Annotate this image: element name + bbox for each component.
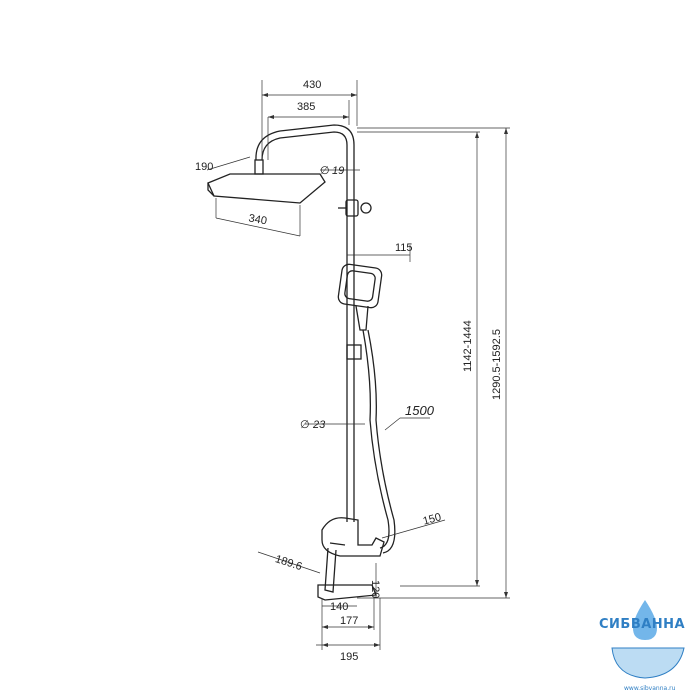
site-url: www.sibvanna.ru <box>624 685 676 692</box>
dim-195: 195 <box>340 651 358 663</box>
riser-pipe <box>346 145 355 522</box>
hand-shower <box>337 263 383 331</box>
water-drop-icon <box>633 600 657 640</box>
dim-340: 340 <box>248 212 268 227</box>
dim-177: 177 <box>340 615 358 627</box>
dim-150: 150 <box>422 511 443 527</box>
dim-189-6: 189.6 <box>274 553 304 573</box>
rain-shower-head <box>207 173 326 204</box>
dim-115: 115 <box>395 242 413 254</box>
brand-watermark: СИБВАННА www.sibvanna.ru <box>599 600 685 692</box>
hose <box>362 329 396 554</box>
slide-holder <box>346 344 362 360</box>
diameter-symbol-main: ∅ <box>300 419 310 431</box>
dim-1500: 1500 <box>405 403 435 418</box>
dim-19: 19 <box>332 165 344 177</box>
diameter-symbol-top: ∅ <box>320 165 330 177</box>
dim-430: 430 <box>303 79 321 91</box>
brand-name: СИБВАННА <box>599 617 685 632</box>
bath-spout <box>317 584 377 601</box>
mixer-body <box>321 517 385 593</box>
dim-190: 190 <box>195 161 213 173</box>
diverter-knob <box>338 199 372 217</box>
dim-120: 120 <box>369 580 381 598</box>
dim-385: 385 <box>297 101 315 113</box>
dim-140: 140 <box>330 601 348 613</box>
dim-1142-1444: 1142-1444 <box>462 320 474 372</box>
bathtub-icon <box>611 647 685 679</box>
dim-23: 23 <box>312 419 326 431</box>
dim-1290-1592: 1290.5-1592.5 <box>491 329 503 400</box>
